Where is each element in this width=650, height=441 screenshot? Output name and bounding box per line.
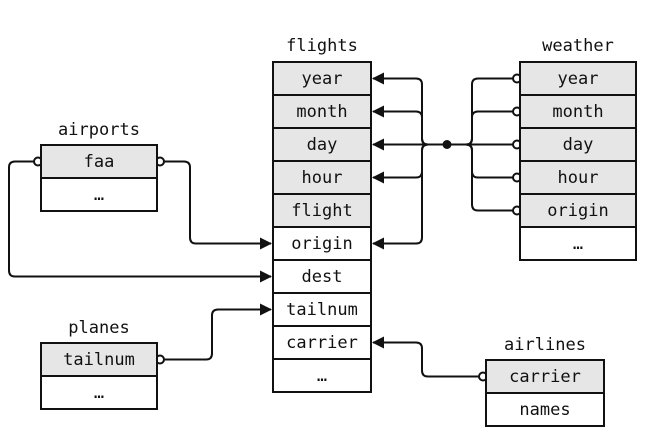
flights-cell-year [272, 61, 372, 96]
arrowhead-flights-month [372, 105, 384, 118]
flights-cell-origin [272, 226, 372, 261]
flights-field-day: day [307, 135, 338, 155]
flights-field-year: year [302, 69, 343, 89]
link-flights-origin [373, 143, 447, 245]
link-weather-month [447, 110, 520, 146]
airports-field-faa: faa [84, 152, 115, 172]
link-faa-origin [157, 160, 271, 245]
flights-cell-day [272, 127, 372, 162]
planes-table: planes tailnum … [40, 318, 158, 410]
flights-cell-more [272, 358, 372, 393]
airports-cell-more [40, 177, 158, 212]
link-planes-tailnum [157, 308, 271, 361]
flights-row-day: day [272, 127, 372, 162]
arrowhead-faa-origin [260, 237, 272, 250]
weather-row-month: month [519, 94, 637, 129]
link-weather-hour [447, 143, 520, 179]
airlines-cell-names [485, 392, 605, 427]
flights-cell-dest [272, 259, 372, 294]
flights-field-month: month [296, 102, 347, 122]
airlines-field-names: names [519, 400, 570, 420]
planes-row-more: … [40, 375, 158, 410]
weather-field-origin: origin [547, 201, 608, 221]
planes-table-title: planes [68, 318, 129, 338]
flights-row-year: year [272, 61, 372, 96]
flights-row-hour: hour [272, 160, 372, 195]
flights-field-carrier: carrier [286, 333, 358, 353]
airports-table-title: airports [58, 120, 140, 140]
flights-field-tailnum: tailnum [286, 300, 358, 320]
flights-row-more: … [272, 358, 372, 393]
weather-field-year: year [558, 69, 599, 89]
weather-field-hour: hour [558, 168, 599, 188]
arrowhead-flights-year [372, 72, 384, 85]
flights-field-more: … [317, 366, 327, 386]
weather-table: weather year month day hour origin … [519, 36, 637, 261]
weather-row-more: … [519, 226, 637, 261]
tables: flights year month day hour flight origin dest t… [40, 36, 637, 427]
planes-cell-more [40, 375, 158, 410]
weather-field-month: month [552, 102, 603, 122]
weather-cell-more [519, 226, 637, 261]
planes-field-more: … [94, 383, 104, 403]
flights-row-origin: origin [272, 226, 372, 261]
airports-row-faa: faa [40, 144, 158, 179]
airports-cell-faa [40, 144, 158, 179]
flights-row-dest: dest [272, 259, 372, 294]
weather-table-title: weather [542, 36, 614, 56]
airlines-row-carrier: carrier [485, 359, 605, 394]
flights-row-month: month [272, 94, 372, 129]
flights-field-origin: origin [291, 234, 352, 254]
weather-cell-day [519, 127, 637, 162]
airports-field-more: … [94, 185, 104, 205]
arrowhead-airlines-carrier [372, 336, 384, 349]
weather-cell-year [519, 61, 637, 96]
weather-row-origin: origin [519, 193, 637, 228]
airlines-field-carrier: carrier [509, 367, 581, 387]
arrowhead-planes-tailnum [260, 303, 272, 316]
weather-row-hour: hour [519, 160, 637, 195]
link-airlines-carrier [373, 341, 486, 378]
arrowhead-flights-hour [372, 171, 384, 184]
flights-table-title: flights [286, 36, 358, 56]
weather-field-more: … [573, 234, 583, 254]
planes-row-tailnum: tailnum [40, 342, 158, 377]
flights-field-hour: hour [302, 168, 343, 188]
airlines-table: airlines carrier names [485, 335, 605, 427]
flights-field-flight: flight [291, 201, 352, 221]
airports-table: airports faa … [40, 120, 158, 212]
flights-table: flights year month day hour flight origin dest t… [272, 36, 372, 393]
link-flights-hour [373, 143, 447, 179]
weather-row-day: day [519, 127, 637, 162]
airlines-table-title: airlines [504, 335, 586, 355]
weather-field-day: day [563, 135, 594, 155]
flights-cell-tailnum [272, 292, 372, 327]
weather-cell-origin [519, 193, 637, 228]
planes-field-tailnum: tailnum [63, 350, 135, 370]
arrowhead-flights-day [372, 138, 384, 151]
flights-row-flight: flight [272, 193, 372, 228]
flights-row-tailnum: tailnum [272, 292, 372, 327]
flights-field-dest: dest [302, 267, 343, 287]
weather-row-year: year [519, 61, 637, 96]
arrowhead-flights-origin [372, 237, 384, 250]
arrowhead-faa-dest [260, 270, 272, 283]
link-weather-origin [447, 143, 520, 212]
link-flights-month [373, 110, 447, 146]
airports-row-more: … [40, 177, 158, 212]
airlines-row-names: names [485, 392, 605, 427]
flights-cell-flight [272, 193, 372, 228]
weather-cell-month [519, 94, 637, 129]
link-faa-dest [8, 160, 271, 278]
flights-row-carrier: carrier [272, 325, 372, 360]
